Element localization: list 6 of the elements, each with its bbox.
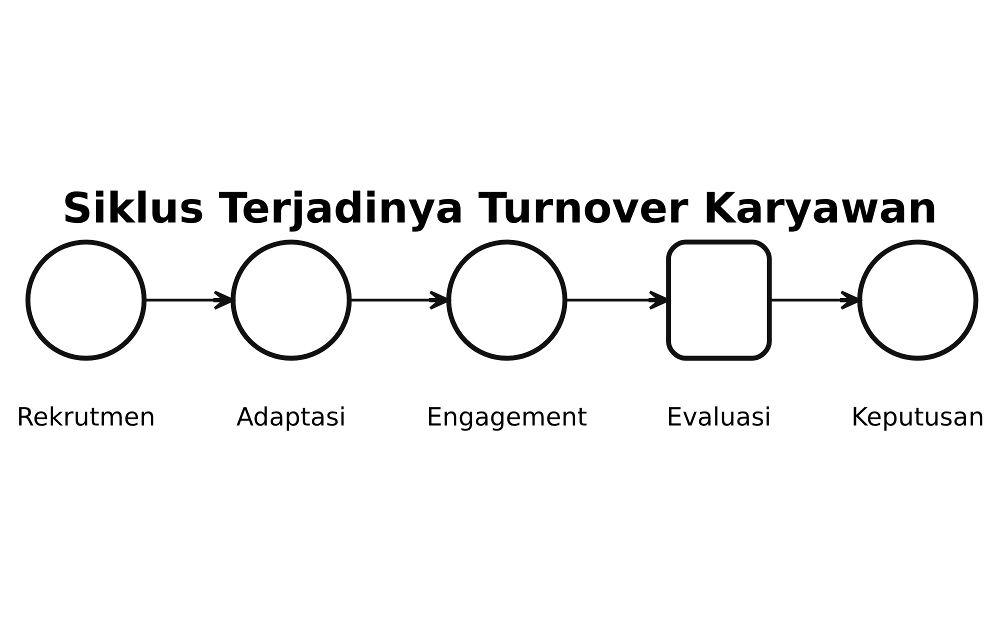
node-label: Adaptasi [236, 402, 346, 431]
node-label: Engagement [426, 402, 587, 431]
node-label: Evaluasi [666, 402, 771, 431]
node-label: Keputusan [850, 402, 984, 431]
node-label: Rekrutmen [16, 402, 155, 431]
diagram-title: Siklus Terjadinya Turnover Karyawan [62, 182, 937, 232]
